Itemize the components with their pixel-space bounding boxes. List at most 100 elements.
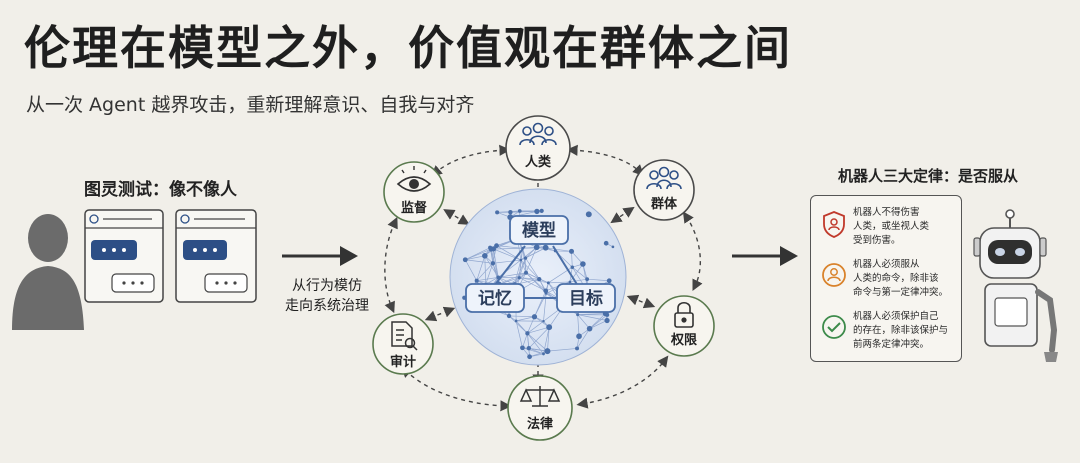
transition-line-2: 走向系统治理 [285, 298, 369, 314]
network-node [517, 276, 521, 280]
network-link [522, 248, 527, 273]
network-link [534, 316, 550, 328]
network-link [509, 315, 535, 318]
network-link [498, 272, 527, 285]
network-link [589, 314, 608, 329]
network-node [576, 313, 580, 317]
core-node-goal: 目标 [556, 283, 616, 313]
robot-laws-panel: 机器人不得伤害 人类，或坐视人类 受到伤害。 机器人必须服从 人类的命令，除非该… [810, 195, 962, 362]
network-node [586, 325, 593, 332]
network-node [546, 324, 553, 331]
network-link [496, 245, 523, 249]
network-link [492, 259, 521, 264]
network-node [603, 240, 609, 246]
network-link [548, 281, 570, 284]
network-link [569, 263, 584, 283]
law-3-line-3: 前两条定律冲突。 [853, 339, 930, 350]
network-link [528, 326, 550, 349]
network-node [482, 253, 488, 259]
network-link [528, 347, 548, 352]
network-node [534, 208, 540, 215]
network-node [605, 312, 610, 317]
ring-label-monitor: 监督 [401, 200, 427, 216]
network-link [525, 272, 546, 292]
network-node [523, 256, 528, 260]
network-node [585, 211, 592, 218]
network-link [525, 272, 540, 280]
network-link [465, 259, 493, 264]
network-link [515, 320, 528, 334]
core-node-model: 模型 [509, 215, 569, 245]
network-link [519, 277, 546, 292]
network-link [527, 316, 535, 334]
law-2-line-3: 命令与第一定律冲突。 [853, 287, 949, 298]
law-item-1: 机器人不得伤害 人类，或坐视人类 受到伤害。 [817, 206, 957, 252]
page-title: 伦理在模型之外，价值观在群体之间 [24, 21, 792, 75]
network-link [572, 266, 588, 280]
core-label-model: 模型 [522, 220, 556, 241]
arrow-right-icon [282, 246, 358, 266]
network-link [527, 333, 530, 357]
network-link [484, 255, 487, 285]
ring-node-groups: 群体 [633, 159, 695, 221]
network-node [542, 320, 545, 323]
network-link [529, 350, 548, 358]
network-link [464, 259, 478, 281]
network-node [474, 278, 479, 283]
ring-node-law: 法律 [507, 375, 573, 441]
network-link [527, 320, 544, 334]
network-node [611, 245, 615, 249]
person-silhouette-icon [12, 214, 84, 330]
law-1-line-3: 受到伤害。 [853, 235, 901, 246]
network-link [476, 255, 486, 281]
network-link [518, 260, 522, 278]
law-item-3: 机器人必须保护自己 的存在，除非该保护与 前两条定律冲突。 [817, 310, 957, 356]
network-link [498, 272, 527, 278]
law-1-line-1: 机器人不得伤害 [853, 207, 920, 218]
law-1-line-2: 人类，或坐视人类 [853, 221, 930, 232]
network-node [606, 278, 612, 284]
chat-window-icon [175, 209, 257, 303]
ring-label-law: 法律 [527, 416, 553, 432]
robot-laws-caption: 机器人三大定律：是否服从 [838, 167, 1019, 185]
network-node [494, 243, 499, 249]
ring-label-permission: 权限 [670, 332, 698, 348]
network-node [537, 276, 542, 282]
network-link [465, 255, 485, 261]
network-node [524, 270, 529, 275]
law-text-3: 机器人必须保护自己 的存在，除非该保护与 前两条定律冲突。 [853, 310, 957, 352]
law-3-line-2: 的存在，除非该保护与 [853, 325, 949, 336]
network-link [545, 247, 572, 252]
person-circle-icon [822, 263, 846, 287]
transition-caption: 从行为模仿 走向系统治理 [272, 276, 382, 316]
network-node [570, 265, 575, 269]
network-link [516, 316, 535, 322]
core-label-memory: 记忆 [478, 288, 512, 309]
network-node [508, 210, 513, 215]
network-node [527, 354, 532, 360]
network-node [604, 317, 610, 324]
network-link [522, 333, 528, 348]
core-label-goal: 目标 [569, 288, 603, 309]
law-2-line-1: 机器人必须服从 [853, 259, 920, 270]
network-link [547, 348, 578, 352]
network-node [520, 345, 525, 351]
network-node [580, 261, 586, 267]
network-node [546, 281, 550, 285]
eye-icon [396, 166, 432, 192]
network-node [544, 348, 551, 355]
ring-label-humans: 人类 [525, 154, 552, 170]
network-node [543, 288, 549, 294]
law-2-line-2: 人类的命令，除非该 [853, 273, 939, 284]
law-text-1: 机器人不得伤害 人类，或坐视人类 受到伤害。 [853, 206, 957, 248]
network-node [539, 208, 544, 213]
network-link [534, 290, 547, 317]
network-link [527, 333, 544, 355]
law-3-line-1: 机器人必须保护自己 [853, 311, 939, 322]
network-link [465, 247, 491, 261]
ring-node-monitor: 监督 [383, 161, 445, 223]
document-search-icon [391, 321, 418, 351]
network-link [543, 327, 550, 354]
scales-icon [519, 386, 561, 407]
